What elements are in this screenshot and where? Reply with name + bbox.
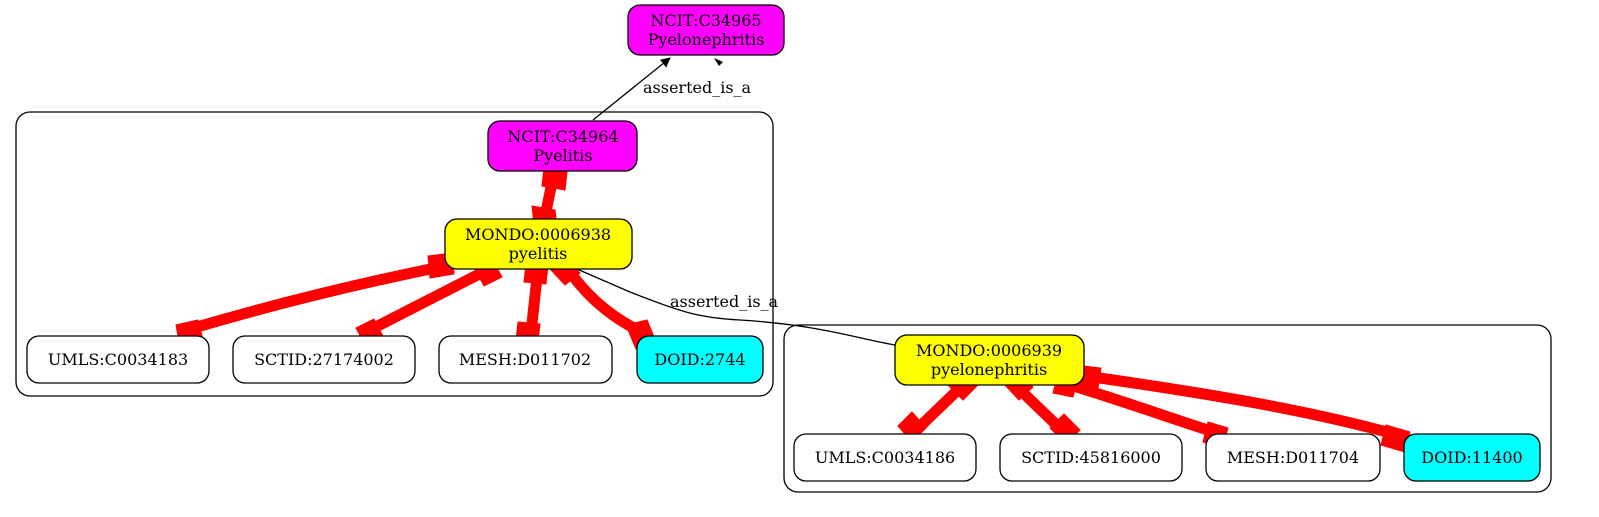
node-mondo-0006938[interactable]: MONDO:0006938 pyelitis bbox=[444, 218, 633, 270]
node-id: DOID:11400 bbox=[1421, 448, 1522, 467]
node-id: NCIT:C34964 bbox=[507, 127, 618, 146]
node-label: pyelitis bbox=[509, 244, 568, 263]
node-id: UMLS:C0034183 bbox=[48, 350, 188, 369]
node-ncit-c34965[interactable]: NCIT:C34965 Pyelonephritis bbox=[627, 4, 785, 56]
node-sctid-27174002[interactable]: SCTID:27174002 bbox=[232, 335, 416, 384]
node-id: UMLS:C0034186 bbox=[815, 448, 955, 467]
node-label: pyelonephritis bbox=[931, 360, 1047, 379]
node-id: MONDO:0006938 bbox=[465, 225, 611, 244]
cluster-pyelitis bbox=[15, 111, 774, 397]
node-id: DOID:2744 bbox=[654, 350, 745, 369]
node-id: MESH:D011702 bbox=[459, 350, 591, 369]
cluster-pyelonephritis bbox=[783, 324, 1552, 493]
node-mesh-d011702[interactable]: MESH:D011702 bbox=[438, 335, 613, 384]
node-label: Pyelitis bbox=[533, 146, 592, 165]
node-id: SCTID:45816000 bbox=[1021, 448, 1161, 467]
node-id: NCIT:C34965 bbox=[650, 11, 761, 30]
edge-pyelitis-is-a-pyelonephritis bbox=[592, 57, 671, 121]
node-umls-c0034186[interactable]: UMLS:C0034186 bbox=[793, 433, 977, 482]
equivalence-edge-mondo-doid-2744 bbox=[550, 256, 658, 350]
node-umls-c0034183[interactable]: UMLS:C0034183 bbox=[26, 335, 210, 384]
node-mondo-0006939[interactable]: MONDO:0006939 pyelonephritis bbox=[894, 334, 1085, 386]
node-id: SCTID:27174002 bbox=[254, 350, 394, 369]
node-ncit-c34964[interactable]: NCIT:C34964 Pyelitis bbox=[487, 120, 638, 172]
edge-pyelonephritis-is-a-pyelitis bbox=[569, 264, 896, 346]
edge-label-pyelitis-is-a: asserted_is_a bbox=[643, 78, 752, 97]
equivalence-edge-mondo-umls-c0034183 bbox=[175, 252, 455, 347]
edge-label-pyelonephritis-is-a: asserted_is_a bbox=[670, 292, 779, 311]
small-arrowhead-icon bbox=[714, 58, 723, 66]
node-label: Pyelonephritis bbox=[648, 30, 765, 49]
node-sctid-45816000[interactable]: SCTID:45816000 bbox=[999, 433, 1183, 482]
node-id: MESH:D011704 bbox=[1227, 448, 1359, 467]
node-id: MONDO:0006939 bbox=[916, 341, 1062, 360]
node-doid-2744[interactable]: DOID:2744 bbox=[636, 335, 764, 384]
equivalence-edge-mondo-mesh-d011702 bbox=[515, 263, 549, 343]
node-mesh-d011704[interactable]: MESH:D011704 bbox=[1205, 433, 1381, 482]
node-doid-11400[interactable]: DOID:11400 bbox=[1403, 433, 1541, 482]
